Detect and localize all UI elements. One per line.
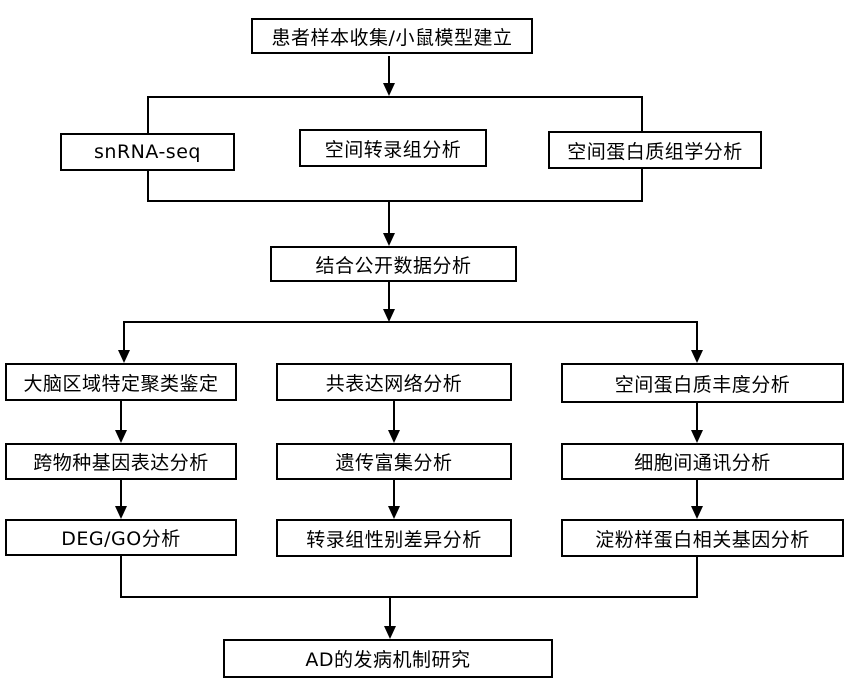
connector-top-to-group [388, 56, 390, 84]
arrowhead-integration-to-branch [383, 309, 395, 322]
arrowhead-group-to-integration [383, 233, 395, 246]
node-public-data-analysis: 结合公开数据分析 [270, 246, 517, 282]
arrowhead-merge-to-final [384, 626, 396, 639]
connector-integration-to-branch [388, 282, 390, 310]
connector-left1-to-left2 [120, 401, 122, 431]
node-genetic-enrichment-analysis: 遗传富集分析 [276, 443, 512, 480]
connector-left2-to-left3 [120, 480, 122, 507]
arrowhead-right2-to-right3 [691, 506, 703, 519]
connector-right1-to-right2 [696, 403, 698, 431]
connector-branch-to-left-column [123, 321, 125, 351]
connector-right3-to-merge [696, 557, 698, 598]
node-cell-cell-communication-analysis: 细胞间通讯分析 [561, 443, 844, 480]
connector-group-to-integration [388, 202, 390, 234]
branch-line [123, 321, 698, 323]
connector-right2-to-right3 [696, 480, 698, 507]
node-spatial-transcriptome-analysis: 空间转录组分析 [299, 129, 487, 167]
arrowhead-top-to-group [383, 83, 395, 96]
connector-mid1-to-mid2 [393, 401, 395, 431]
node-ad-pathogenesis-research: AD的发病机制研究 [223, 639, 553, 678]
arrowhead-right1-to-right2 [691, 430, 703, 443]
arrowhead-left1-to-left2 [115, 430, 127, 443]
arrowhead-branch-to-left-column [118, 350, 130, 363]
connector-mid2-to-mid3 [393, 480, 395, 507]
node-spatial-proteomics-analysis: 空间蛋白质组学分析 [548, 131, 762, 169]
node-coexpression-network-analysis: 共表达网络分析 [276, 363, 512, 401]
connector-left3-to-merge [120, 556, 122, 598]
node-amyloid-related-gene-analysis: 淀粉样蛋白相关基因分析 [561, 519, 844, 557]
connector-branch-to-right-column [696, 321, 698, 351]
arrowhead-left2-to-left3 [115, 506, 127, 519]
node-cross-species-gene-expression: 跨物种基因表达分析 [5, 443, 237, 480]
connector-merge-to-final [389, 596, 391, 627]
node-snrna-seq: snRNA-seq [60, 133, 235, 171]
node-brain-region-cluster-identification: 大脑区域特定聚类鉴定 [5, 363, 237, 401]
node-transcriptome-sex-difference-analysis: 转录组性别差异分析 [276, 519, 512, 557]
node-spatial-protein-abundance-analysis: 空间蛋白质丰度分析 [561, 363, 844, 403]
arrowhead-branch-to-right-column [691, 350, 703, 363]
node-deg-go-analysis: DEG/GO分析 [5, 519, 237, 556]
node-patient-sample-mouse-model: 患者样本收集/小鼠模型建立 [251, 18, 533, 54]
arrowhead-mid2-to-mid3 [388, 506, 400, 519]
arrowhead-mid1-to-mid2 [388, 430, 400, 443]
merge-line [120, 596, 698, 598]
